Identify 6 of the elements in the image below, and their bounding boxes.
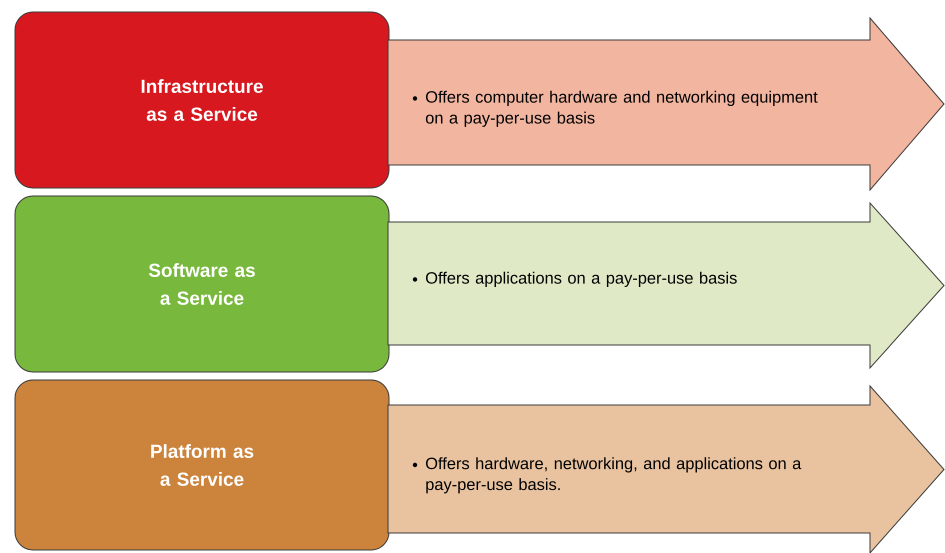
- arrow-band: Offers applications on a pay-per-use basis: [388, 202, 945, 370]
- arrow-band: Offers hardware, networking, and applications on a pay-per-use basis.: [388, 384, 945, 553]
- service-box: Platform as a Service: [14, 380, 390, 550]
- service-box: Software as a Service: [14, 196, 390, 372]
- service-box: Infrastructure as a Service: [14, 12, 390, 188]
- arrow-band: Offers computer hardware and networking equipment on a pay-per-use basis: [388, 16, 945, 192]
